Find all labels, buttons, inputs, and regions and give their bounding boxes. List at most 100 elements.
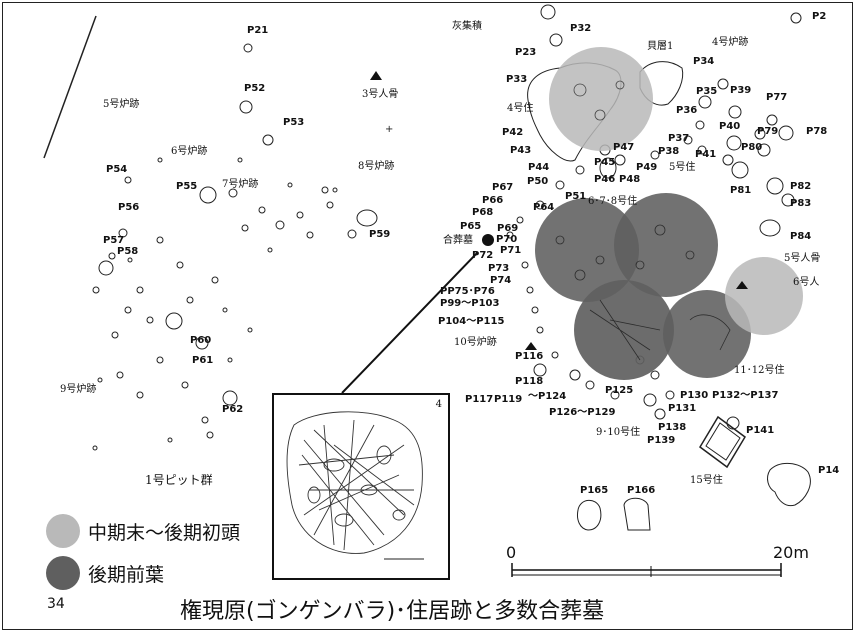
note-house-9-10: 9･10号住 xyxy=(596,427,641,438)
pit-label-p58: P58 xyxy=(117,246,139,257)
note-hearth-6: 6号炉跡 xyxy=(171,146,208,157)
pit-label-p2: P2 xyxy=(812,11,827,22)
burial-marker-116 xyxy=(525,342,537,350)
range-label-p126-p129: P126～P129 xyxy=(549,407,616,418)
pit-label-p57: P57 xyxy=(103,235,125,246)
note-hearth-8: 8号炉跡 xyxy=(358,161,395,172)
svg-text:+: + xyxy=(385,124,393,135)
pit-label-p81: P81 xyxy=(730,185,752,196)
pit-label-p67: P67 xyxy=(492,182,514,193)
house-6-7-8 xyxy=(614,193,718,297)
pit-label-p52: P52 xyxy=(244,83,266,94)
range-label-p99-p103: P99～P103 xyxy=(440,298,500,309)
pit-label-p46: P46 xyxy=(594,174,616,185)
boundary-line xyxy=(43,15,97,159)
burial-marker-3 xyxy=(370,71,382,80)
page-number: 34 xyxy=(47,596,65,612)
pit-label-p125: P125 xyxy=(605,385,634,396)
note-shell-layer-1: 貝層1 xyxy=(647,41,674,52)
note-burial-5: 5号人骨 xyxy=(784,253,821,264)
pit-label-p83: P83 xyxy=(790,198,812,209)
pit-label-p62: P62 xyxy=(222,404,244,415)
pit-label-p36: P36 xyxy=(676,105,698,116)
note-house-4: 4号住 xyxy=(507,103,534,114)
legend-item-middle-late: 中期末～後期初頭 xyxy=(46,514,241,548)
pit-label-p47: P47 xyxy=(613,142,635,153)
pit-label-p42: P42 xyxy=(502,127,524,138)
pit-label-p116: P116 xyxy=(515,351,544,362)
note-burial-6: 6号人 xyxy=(793,277,820,288)
mass-burial-dot xyxy=(482,234,494,246)
legend: 中期末～後期初頭 後期前葉 xyxy=(46,514,241,599)
pit-label-p73: P73 xyxy=(488,263,510,274)
left-pit-scatter xyxy=(92,43,378,451)
pit-label-p165: P165 xyxy=(580,485,609,496)
note-mass-burial: 合葬墓 xyxy=(443,235,473,246)
pit-label-p80: P80 xyxy=(741,142,763,153)
pit-label-p77: P77 xyxy=(766,92,788,103)
note-burial-3: 3号人骨 xyxy=(362,89,399,100)
legend-label-middle-late: 中期末～後期初頭 xyxy=(88,521,241,544)
pit-label-p14: P14 xyxy=(818,465,840,476)
pit-label-p32: P32 xyxy=(570,23,592,34)
pit-label-p40: P40 xyxy=(719,121,741,132)
pit-label-p45: P45 xyxy=(594,157,616,168)
pit-label-p138: P138 xyxy=(658,422,687,433)
pit-label-p48: P48 xyxy=(619,174,641,185)
note-hearth-7: 7号炉跡 xyxy=(222,179,259,190)
pit-label-p33: P33 xyxy=(506,74,528,85)
note-hearth-9: 9号炉跡 xyxy=(60,384,97,395)
pit-label-p44: P44 xyxy=(528,162,550,173)
note-house-5: 5号住 xyxy=(669,162,696,173)
scale-bar xyxy=(511,563,782,577)
note-house-15: 15号住 xyxy=(690,475,723,486)
pit-label-p64: P64 xyxy=(533,202,555,213)
leader-line xyxy=(341,251,479,394)
pit-label-p79: P79 xyxy=(757,126,779,137)
legend-swatch-light xyxy=(46,514,80,548)
pit-label-p39: P39 xyxy=(730,85,752,96)
pit-label-p55: P55 xyxy=(176,181,198,192)
range-label-p117: P117 xyxy=(465,394,494,405)
pit-label-p61: P61 xyxy=(192,355,214,366)
range-label-p104-p115: P104～P115 xyxy=(438,316,505,327)
burial-detail-drawing xyxy=(286,411,424,560)
pit-label-p50: P50 xyxy=(527,176,549,187)
range-label-p75-p76: PP75･P76 xyxy=(440,286,495,297)
scale-label-start: 0 xyxy=(506,543,517,562)
pit-label-p59: P59 xyxy=(369,229,391,240)
legend-swatch-dark xyxy=(46,556,80,590)
pit-label-p71: P71 xyxy=(500,245,522,256)
note-hearth-4: 4号炉跡 xyxy=(712,37,749,48)
pit-label-p34: P34 xyxy=(693,56,715,67)
house-5 xyxy=(535,198,639,302)
note-pit-group-1: 1号ピット群 xyxy=(145,473,213,487)
pit-label-p41: P41 xyxy=(695,149,717,160)
pit-label-p60: P60 xyxy=(190,335,212,346)
range-label-p119: P119 xyxy=(494,394,523,405)
pit-label-p68: P68 xyxy=(472,207,494,218)
pit-label-p37: P37 xyxy=(668,133,690,144)
house-4-middle-late xyxy=(549,47,653,151)
house-texture xyxy=(555,80,731,361)
pit-label-p23: P23 xyxy=(515,47,537,58)
pit-label-p35: P35 xyxy=(696,86,718,97)
note-ash-deposit: 灰集積 xyxy=(452,21,482,32)
pit-label-p65: P65 xyxy=(460,221,482,232)
slide-title: 権現原(ゴンゲンバラ)･住居跡と多数合葬墓 xyxy=(180,599,605,624)
pit-label-p70: P70 xyxy=(496,234,518,245)
note-hearth-10: 10号炉跡 xyxy=(454,337,497,348)
scale-label-end: 20m xyxy=(773,543,809,562)
pit-label-p51: P51 xyxy=(565,191,587,202)
pit-label-p56: P56 xyxy=(118,202,140,213)
burial-detail-inset: 4 xyxy=(272,393,450,580)
pit-label-p131: P131 xyxy=(668,403,697,414)
pit-label-p78: P78 xyxy=(806,126,828,137)
pit-label-p54: P54 xyxy=(106,164,128,175)
pit-label-p72: P72 xyxy=(472,250,494,261)
pit-label-p141: P141 xyxy=(746,425,775,436)
house-5-burial-area xyxy=(725,257,803,335)
pit-label-p118: P118 xyxy=(515,376,544,387)
